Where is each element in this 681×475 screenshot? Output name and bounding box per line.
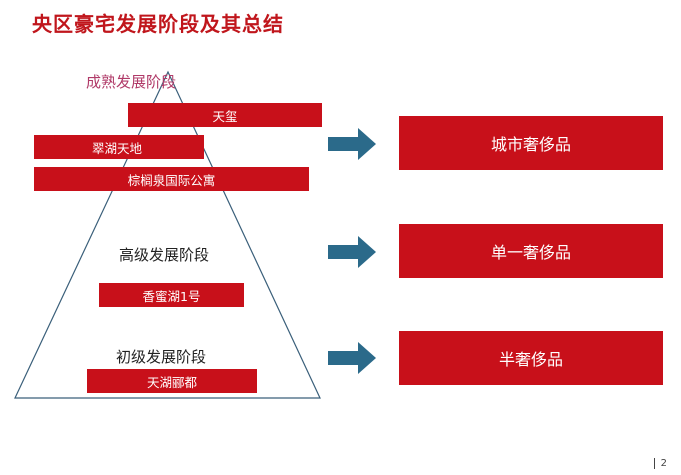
slide-title: 央区豪宅发展阶段及其总结 — [32, 12, 284, 36]
project-cuihu-tiandi: 翠湖天地 — [34, 135, 204, 159]
arrow-right-icon — [328, 236, 376, 268]
stage-label-mature: 成熟发展阶段 — [86, 73, 177, 91]
page-number: 2 — [653, 458, 667, 469]
arrow-right-icon — [328, 128, 376, 160]
category-semi-luxury: 半奢侈品 — [399, 331, 663, 385]
category-city-luxury: 城市奢侈品 — [399, 116, 663, 170]
category-single-luxury: 单一奢侈品 — [399, 224, 663, 278]
stage-label-advanced: 高级发展阶段 — [119, 246, 210, 264]
arrow-right-icon — [328, 342, 376, 374]
project-tianxi: 天玺 — [128, 103, 322, 127]
project-tianhu-lidu: 天湖郦都 — [87, 369, 257, 393]
project-zonglvquan: 棕榈泉国际公寓 — [34, 167, 309, 191]
project-xiangmihu: 香蜜湖1号 — [99, 283, 244, 307]
stage-label-initial: 初级发展阶段 — [116, 348, 207, 366]
